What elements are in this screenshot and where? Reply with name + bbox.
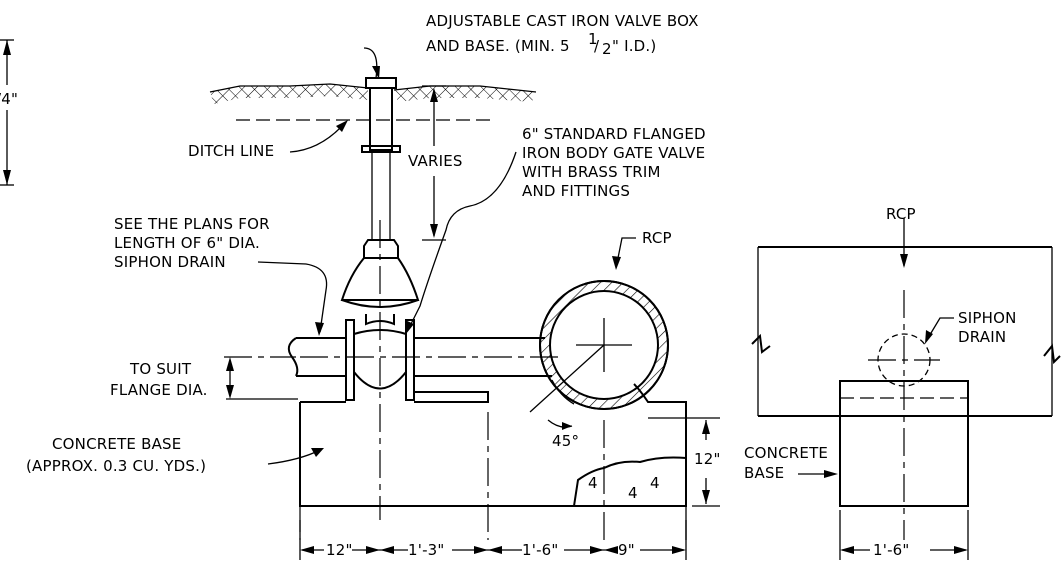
valve-box-leader bbox=[363, 47, 378, 79]
dim-9-in: 9" bbox=[618, 541, 635, 559]
svg-text:AND FITTINGS: AND FITTINGS bbox=[522, 182, 630, 200]
svg-text:2: 2 bbox=[602, 40, 612, 58]
svg-text:CONCRETE BASE: CONCRETE BASE bbox=[52, 435, 181, 453]
svg-text:DRAIN: DRAIN bbox=[958, 328, 1006, 346]
rcp-side-view bbox=[751, 246, 1061, 417]
valve-box bbox=[340, 77, 420, 308]
varies-dimension bbox=[422, 85, 446, 241]
left-cut-dimension: /4" bbox=[0, 39, 18, 186]
rcp-leader bbox=[617, 237, 636, 259]
svg-text:TO SUIT: TO SUIT bbox=[129, 360, 192, 378]
ditch-line-label: DITCH LINE bbox=[188, 142, 274, 160]
varies-label: VARIES bbox=[408, 152, 463, 170]
concrete-base-left-label: CONCRETE BASE (APPROX. 0.3 CU. YDS.) bbox=[26, 435, 206, 475]
siphon-drain-circle bbox=[868, 290, 940, 540]
svg-text:SIPHON DRAIN: SIPHON DRAIN bbox=[114, 253, 226, 271]
angle-45-line bbox=[529, 344, 605, 413]
siphon-drain-pipe bbox=[287, 337, 552, 377]
bottom-dimension-string: 12" 1'-3" 1'-6" 9" bbox=[299, 520, 687, 560]
gate-valve-leader bbox=[407, 151, 517, 331]
svg-text:AND BASE. (MIN. 5: AND BASE. (MIN. 5 bbox=[426, 37, 570, 55]
svg-text:" I.D.): " I.D.) bbox=[612, 37, 656, 55]
svg-text:SIPHON: SIPHON bbox=[958, 309, 1017, 327]
svg-text:6" STANDARD FLANGED: 6" STANDARD FLANGED bbox=[522, 125, 706, 143]
to-suit-label: TO SUIT FLANGE DIA. bbox=[110, 360, 208, 399]
siphon-drain-leader bbox=[927, 317, 954, 339]
svg-text:BASE: BASE bbox=[744, 464, 784, 482]
concrete-base-right: 1'-6" bbox=[839, 380, 969, 560]
concrete-base-left: 4 4 4 bbox=[299, 379, 687, 507]
svg-text:ADJUSTABLE CAST IRON VALVE BOX: ADJUSTABLE CAST IRON VALVE BOX bbox=[426, 12, 699, 30]
rcp-label-left: RCP bbox=[642, 229, 672, 247]
svg-text:1: 1 bbox=[588, 30, 598, 48]
svg-text:4: 4 bbox=[588, 474, 598, 492]
svg-text:(APPROX. 0.3 CU. YDS.): (APPROX. 0.3 CU. YDS.) bbox=[26, 457, 206, 475]
left-cut-dimension-label: /4" bbox=[0, 90, 18, 108]
svg-text:SEE THE PLANS FOR: SEE THE PLANS FOR bbox=[114, 215, 270, 233]
ditch-line-leader bbox=[289, 123, 345, 153]
svg-text:CONCRETE: CONCRETE bbox=[744, 444, 828, 462]
rcp-label-right: RCP bbox=[886, 205, 916, 223]
dim-1-6: 1'-6" bbox=[522, 541, 559, 559]
svg-text:FLANGE DIA.: FLANGE DIA. bbox=[110, 381, 208, 399]
see-plans-label: SEE THE PLANS FOR LENGTH OF 6" DIA. SIPH… bbox=[114, 215, 270, 271]
siphon-drain-label: SIPHON DRAIN bbox=[958, 309, 1017, 346]
svg-text:4: 4 bbox=[628, 484, 638, 502]
svg-text:/: / bbox=[594, 37, 600, 55]
valve-box-label: ADJUSTABLE CAST IRON VALVE BOX AND BASE.… bbox=[426, 12, 699, 58]
svg-text:WITH BRASS TRIM: WITH BRASS TRIM bbox=[522, 163, 661, 181]
dim-12-right-label: 12" bbox=[694, 450, 721, 468]
svg-text:LENGTH OF 6" DIA.: LENGTH OF 6" DIA. bbox=[114, 234, 260, 252]
concrete-base-leader bbox=[267, 449, 321, 465]
dim-right-1-6: 1'-6" bbox=[873, 541, 910, 559]
concrete-base-right-label: CONCRETE BASE bbox=[744, 444, 828, 482]
svg-text:IRON BODY GATE VALVE: IRON BODY GATE VALVE bbox=[522, 144, 705, 162]
dim-12-in: 12" bbox=[326, 541, 353, 559]
dim-1-3: 1'-3" bbox=[408, 541, 445, 559]
gate-valve-label: 6" STANDARD FLANGED IRON BODY GATE VALVE… bbox=[522, 125, 706, 200]
svg-text:4: 4 bbox=[650, 474, 660, 492]
ground-surface bbox=[209, 83, 537, 104]
angle-label: 45° bbox=[552, 432, 579, 450]
see-plans-leader bbox=[257, 261, 328, 333]
